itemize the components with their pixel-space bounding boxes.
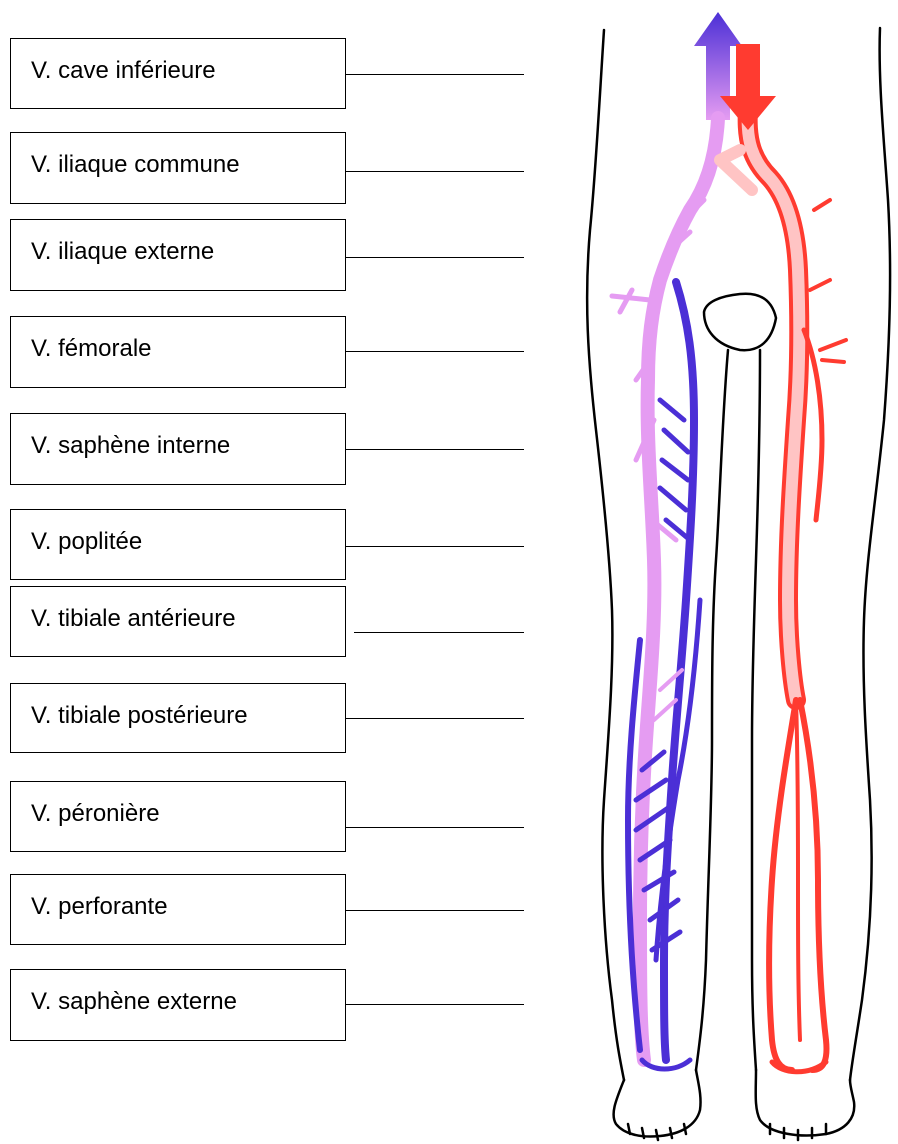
arterial-system (720, 110, 846, 1072)
venous-system (612, 118, 718, 1069)
